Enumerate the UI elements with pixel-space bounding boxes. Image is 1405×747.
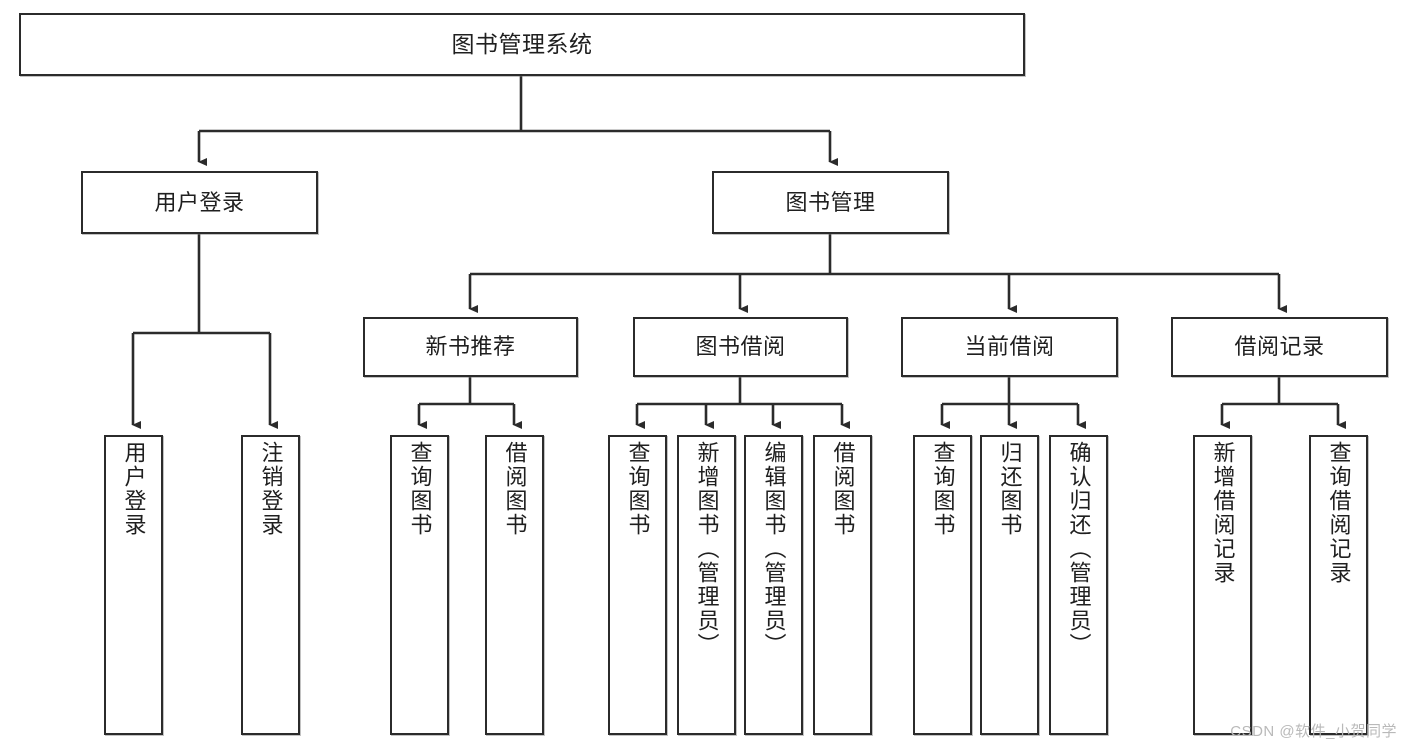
node-borrow-records[interactable]: 借阅记录	[1171, 317, 1388, 377]
node-label: 图书管理系统	[451, 31, 593, 58]
node-label: 新增图书（管理员）	[694, 441, 720, 657]
node-root-system[interactable]: 图书管理系统	[19, 13, 1025, 76]
node-label: 借阅记录	[1234, 334, 1325, 360]
node-label: 归还图书	[997, 441, 1023, 537]
node-label: 借阅图书	[830, 441, 856, 537]
node-book-management[interactable]: 图书管理	[712, 171, 949, 234]
node-new-book-recommend[interactable]: 新书推荐	[363, 317, 578, 377]
leaf-borrow-add-book-admin[interactable]: 新增图书（管理员）	[677, 435, 736, 735]
node-label: 新书推荐	[425, 334, 516, 360]
leaf-records-add-record[interactable]: 新增借阅记录	[1193, 435, 1252, 735]
node-label: 当前借阅	[964, 334, 1055, 360]
leaf-user-login-login[interactable]: 用户登录	[104, 435, 163, 735]
csdn-watermark: CSDN @软件_小贺同学	[1230, 723, 1397, 740]
leaf-current-query-book[interactable]: 查询图书	[913, 435, 972, 735]
leaf-records-query-record[interactable]: 查询借阅记录	[1309, 435, 1368, 735]
leaf-recommend-query-book[interactable]: 查询图书	[390, 435, 449, 735]
node-book-borrow[interactable]: 图书借阅	[633, 317, 848, 377]
node-label: 编辑图书（管理员）	[761, 441, 787, 657]
leaf-borrow-borrow-book[interactable]: 借阅图书	[813, 435, 872, 735]
node-user-login[interactable]: 用户登录	[81, 171, 318, 234]
node-label: 查询图书	[407, 441, 433, 537]
node-label: 确认归还（管理员）	[1066, 441, 1092, 657]
node-label: 用户登录	[154, 189, 245, 215]
leaf-recommend-borrow-book[interactable]: 借阅图书	[485, 435, 544, 735]
node-label: 查询图书	[625, 441, 651, 537]
node-label: 注销登录	[258, 441, 284, 537]
node-label: 用户登录	[121, 441, 147, 537]
node-current-borrow[interactable]: 当前借阅	[901, 317, 1118, 377]
leaf-user-login-logout[interactable]: 注销登录	[241, 435, 300, 735]
leaf-borrow-edit-book-admin[interactable]: 编辑图书（管理员）	[744, 435, 803, 735]
node-label: 图书借阅	[695, 334, 786, 360]
node-label: 查询借阅记录	[1326, 441, 1352, 585]
node-label: 查询图书	[930, 441, 956, 537]
node-label: 借阅图书	[502, 441, 528, 537]
node-label: 图书管理	[785, 189, 876, 215]
leaf-borrow-query-book[interactable]: 查询图书	[608, 435, 667, 735]
leaf-current-return-book[interactable]: 归还图书	[980, 435, 1039, 735]
node-label: 新增借阅记录	[1210, 441, 1236, 585]
leaf-current-confirm-return-admin[interactable]: 确认归还（管理员）	[1049, 435, 1108, 735]
